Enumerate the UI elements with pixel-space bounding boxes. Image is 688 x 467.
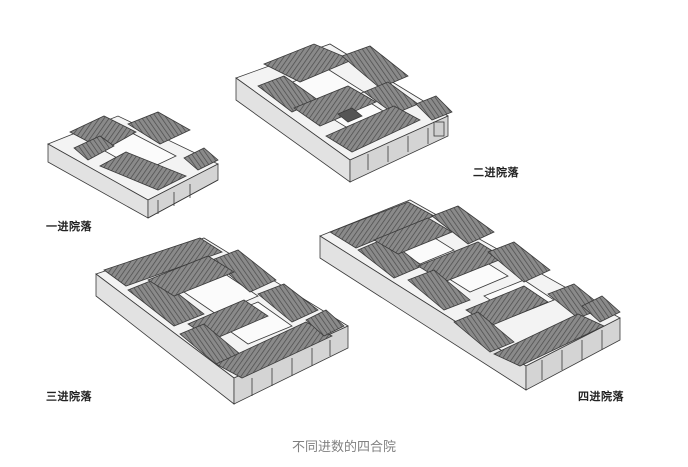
courtyard-two-drawing <box>235 43 453 183</box>
label-two-courtyard: 二进院落 <box>473 166 519 179</box>
courtyard-four-drawing <box>319 199 621 391</box>
label-three-courtyard: 三进院落 <box>46 390 92 403</box>
figure-caption: 不同进数的四合院 <box>291 440 396 455</box>
label-one-courtyard: 一进院落 <box>46 220 92 233</box>
label-four-courtyard: 四进院落 <box>578 390 624 403</box>
courtyard-illustration <box>47 43 621 405</box>
courtyard-three-drawing <box>95 237 349 405</box>
courtyard-one-drawing <box>47 111 219 219</box>
courtyard-illustration-panel: 一进院落 二进院落 三进院落 四进院落 <box>8 4 672 428</box>
